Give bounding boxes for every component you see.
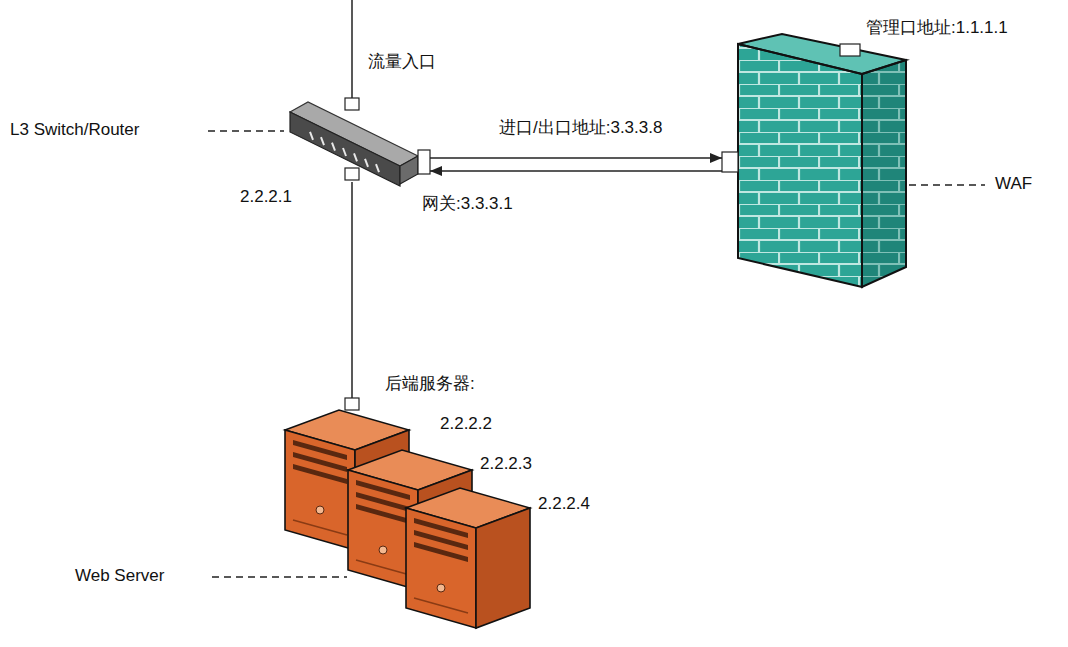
server-front: [285, 430, 355, 550]
connector-arrow: [430, 170, 722, 172]
server-seam: [293, 520, 347, 535]
server-icon: 2.2.2.4: [406, 488, 532, 630]
power-button: [316, 506, 324, 514]
drive-bay: [414, 542, 468, 562]
router-side: [400, 156, 418, 184]
edge-label: 网关:3.3.3.1: [420, 194, 515, 214]
traffic-entry-wire: [351, 0, 353, 98]
group-heading: 后端服务器:: [385, 374, 475, 394]
ip-address: 2.2.2.3: [480, 454, 532, 474]
entry-label: 流量入口: [368, 52, 436, 72]
ip-address: 2.2.2.4: [538, 494, 590, 514]
edge-label: 进口/出口地址:3.3.3.8: [497, 118, 664, 138]
port-square: [345, 398, 359, 410]
waf-outline: [862, 60, 906, 287]
server-group: 后端服务器:Web Server2.2.2.22.2.2.32.2.2.4: [270, 398, 540, 644]
power-button: [437, 584, 445, 592]
power-button: [379, 546, 387, 554]
waf-front: [738, 44, 862, 287]
drive-bay: [356, 504, 410, 524]
port-square: [418, 150, 430, 174]
waf-outline: [738, 34, 906, 74]
waf-top: [738, 34, 906, 74]
server-seam: [414, 598, 468, 613]
router-port-slit: [343, 148, 346, 156]
server-seam: [356, 560, 410, 575]
waf-outline: [738, 44, 862, 287]
waf-firewall-drawing: [722, 12, 908, 290]
waf-bricks: [862, 60, 906, 287]
ip-address: 2.2.2.1: [240, 187, 292, 207]
connector-arrow: [351, 182, 353, 398]
connector-arrow: [430, 157, 722, 159]
leader-line: [909, 184, 985, 186]
router-icon: L3 Switch/Router2.2.2.1: [288, 98, 430, 182]
waf-firewall: WAF管理口地址:1.1.1.1: [722, 12, 908, 290]
server-side: [476, 508, 530, 628]
router-port-slit: [376, 164, 379, 172]
waf-side: [862, 60, 906, 287]
drive-bay: [293, 464, 347, 484]
device-label: WAF: [995, 174, 1032, 194]
router-port-slit: [332, 143, 335, 151]
port-square: [345, 168, 359, 180]
port-square: [840, 44, 860, 56]
server-front: [406, 508, 476, 628]
leader-line: [208, 130, 284, 132]
router-icon-drawing: [288, 98, 430, 182]
router-port-slit: [365, 159, 368, 167]
router-port-slit: [310, 132, 313, 140]
router-port-slit: [321, 137, 324, 145]
port-square: [722, 152, 738, 172]
port-square: [345, 98, 359, 110]
router-port-slit: [354, 153, 357, 161]
waf-bricks: [738, 44, 862, 287]
ip-address: 2.2.2.2: [440, 414, 492, 434]
port-address: 管理口地址:1.1.1.1: [866, 18, 1008, 38]
leader-line: [212, 576, 347, 578]
server-icon-drawing: [406, 488, 532, 630]
router-front: [290, 112, 400, 186]
device-label: L3 Switch/Router: [10, 120, 139, 140]
device-label: Web Server: [75, 566, 164, 586]
